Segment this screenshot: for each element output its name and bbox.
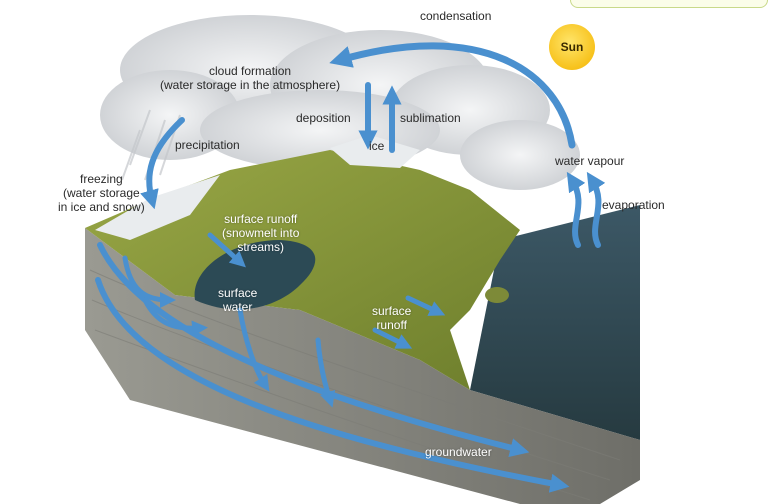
rock-cross-section: [85, 228, 640, 504]
deposition-label: deposition: [296, 111, 351, 125]
freezing-label: freezing (water storage in ice and snow): [58, 172, 145, 214]
condensation-label: condensation: [420, 9, 492, 23]
surface-water-line-1: surface: [218, 286, 258, 300]
surface-runoff-snowmelt-line-3: streams): [237, 240, 285, 254]
groundwater-arrow-3: [122, 255, 176, 308]
surface-runoff-arrow-2: [405, 295, 446, 316]
surface-runoff-label: surface runoff: [372, 304, 411, 332]
sun: Sun: [549, 24, 595, 70]
surface-runoff-snowmelt-line-1: surface runoff: [224, 212, 298, 226]
freezing-line-1: freezing: [80, 172, 123, 186]
condensation-arrow: [329, 42, 576, 149]
water-vapour-label: water vapour: [555, 154, 625, 168]
sublimation-label: sublimation: [400, 111, 461, 125]
groundwater-arrow-4: [142, 297, 208, 337]
evaporation-label: evaporation: [602, 198, 665, 212]
precipitation-arrow: [140, 117, 185, 210]
surface-runoff-snowmelt-line-2: (snowmelt into: [222, 226, 300, 240]
evaporation-arrow-1: [566, 171, 586, 248]
surface-water-line-2: water: [223, 300, 253, 314]
freezing-line-2: (water storage: [63, 186, 140, 200]
groundwater-arrow-6: [315, 337, 336, 408]
cloud-mass: [100, 15, 580, 190]
surface-runoff-snowmelt-label: surface runoff (snowmelt into streams): [222, 212, 299, 254]
evaporation-arrow-2: [586, 171, 606, 248]
groundwater-arrow-1: [97, 242, 530, 457]
groundwater-label: groundwater: [425, 445, 492, 459]
surface-runoff-line-2: runoff: [376, 318, 407, 332]
surface-runoff-arrow-1: [207, 232, 246, 268]
cloud-formation-line-1: cloud formation: [209, 64, 292, 78]
cloud-formation-line-2: (water storage in the atmosphere): [160, 78, 341, 92]
surface-water-label: surface water: [218, 286, 257, 314]
lake: [194, 240, 316, 310]
ice-label: ice: [369, 139, 385, 153]
surface-runoff-line-1: surface: [372, 304, 412, 318]
groundwater-arrow-5: [237, 307, 270, 392]
groundwater-arrow-2: [95, 277, 570, 493]
sea: [470, 205, 640, 440]
precipitation-label: precipitation: [175, 138, 240, 152]
surface-runoff-arrow-3: [372, 327, 413, 349]
cloud-formation-label: cloud formation (water storage in the at…: [160, 64, 340, 92]
sun-label: Sun: [560, 40, 584, 54]
freezing-line-3: in ice and snow): [58, 200, 145, 214]
island: [485, 287, 509, 303]
